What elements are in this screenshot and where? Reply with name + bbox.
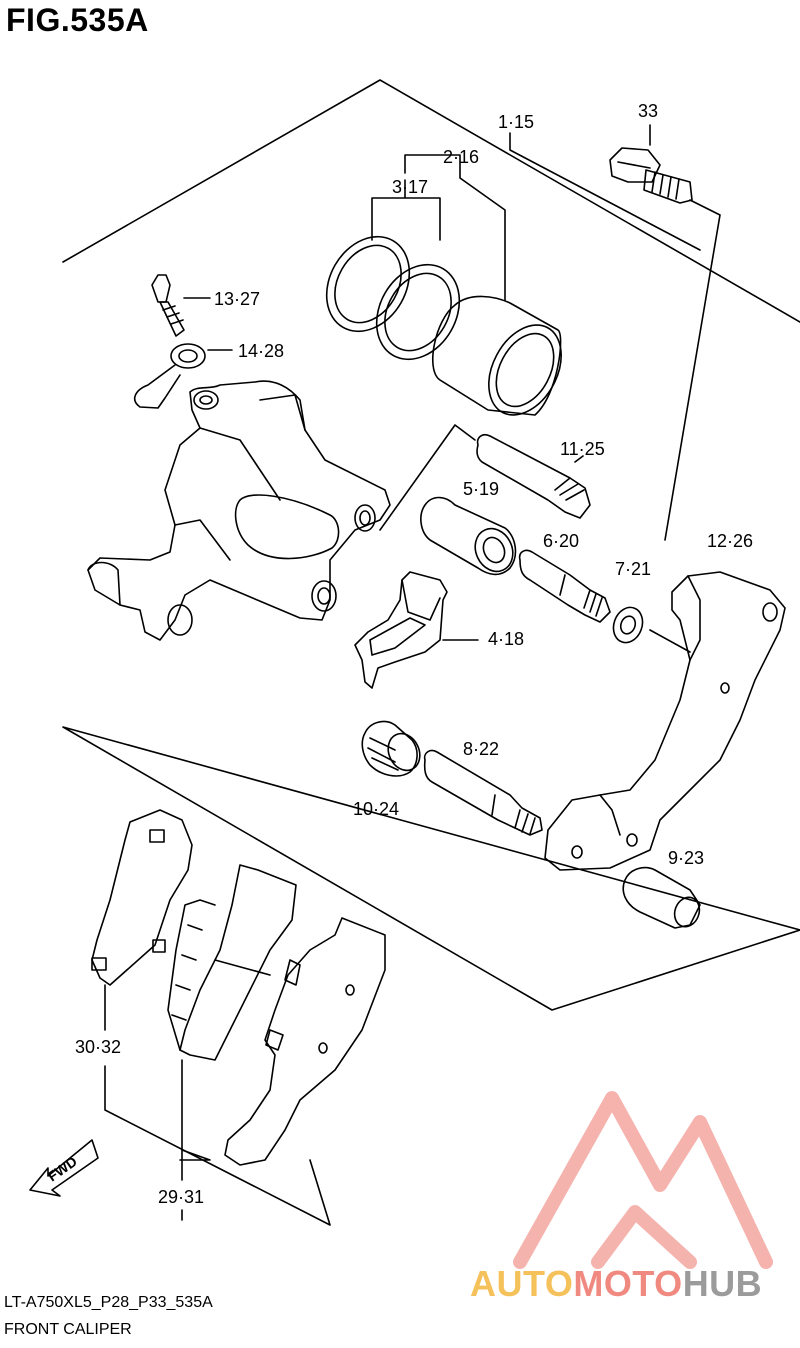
- callout-11-25: 11·25: [560, 439, 605, 459]
- watermark-auto: AUTO: [470, 1263, 574, 1304]
- callout-12-26: 12·26: [707, 531, 753, 551]
- bleeder-screw-13: [151, 274, 211, 337]
- fwd-label: FWD: [45, 1153, 80, 1184]
- dust-seal-2: [375, 263, 461, 361]
- pin-boot-10: [361, 720, 421, 777]
- callout-line-1: [509, 132, 701, 251]
- callout-6-20: 6·20: [543, 531, 579, 551]
- callout-line-3: [371, 179, 441, 241]
- slide-pin-6: [518, 549, 611, 623]
- caliper-piston-1: [432, 295, 562, 416]
- callout-7-21: 7·21: [615, 559, 651, 579]
- figure-title: FIG.535A: [6, 2, 149, 38]
- callout-line-29: [179, 1059, 211, 1161]
- watermark-moto: MOTO: [573, 1263, 683, 1304]
- pad-spring-4: [354, 571, 479, 689]
- callout-5-19: 5·19: [463, 479, 499, 499]
- callout-13-27: 13·27: [214, 289, 260, 309]
- fwd-direction-icon: [29, 1139, 99, 1197]
- brake-pad-29: [167, 864, 297, 1061]
- assembly-boundary: [62, 79, 800, 1011]
- callout-29-31: 29·31: [158, 1187, 204, 1207]
- callout-14-28: 14·28: [238, 341, 284, 361]
- callout-2-16: 2·16: [443, 147, 479, 167]
- caliper-body: [87, 380, 391, 641]
- collar-9: [622, 866, 701, 929]
- watermark-text: AUTOMOTOHUB: [470, 1263, 762, 1305]
- callout-3-17: 3·17: [392, 177, 428, 197]
- callout-1-15: 1·15: [498, 112, 534, 132]
- bleeder-cap-14: [133, 343, 233, 409]
- callout-line-33: [649, 124, 721, 263]
- callout-4-18: 4·18: [488, 629, 524, 649]
- callout-9-23: 9·23: [668, 848, 704, 868]
- callout-line-30: [104, 984, 331, 1226]
- watermark-hub: HUB: [682, 1263, 763, 1304]
- pad-shim-30: [91, 809, 193, 986]
- callout-33: 33: [638, 101, 658, 121]
- callout-30-32: 30·32: [75, 1037, 121, 1057]
- slide-pin-8: [423, 749, 543, 836]
- figure-code: LT-A750XL5_P28_P33_535A: [4, 1294, 213, 1311]
- flange-bolt-33: [609, 147, 693, 204]
- caliper-pin-11: [476, 433, 591, 519]
- piston-seal-3: [325, 235, 411, 333]
- pin-boot-5: [420, 496, 517, 576]
- figure-name: FRONT CALIPER: [4, 1321, 132, 1338]
- callout-line-2: [404, 154, 506, 301]
- callout-8-22: 8·22: [463, 739, 499, 759]
- caliper-bracket-12: [544, 571, 786, 871]
- callout-10-24: 10·24: [353, 799, 399, 819]
- pad-shim-31: [224, 917, 386, 1166]
- washer-7: [612, 606, 644, 644]
- watermark-logo: [513, 1091, 773, 1269]
